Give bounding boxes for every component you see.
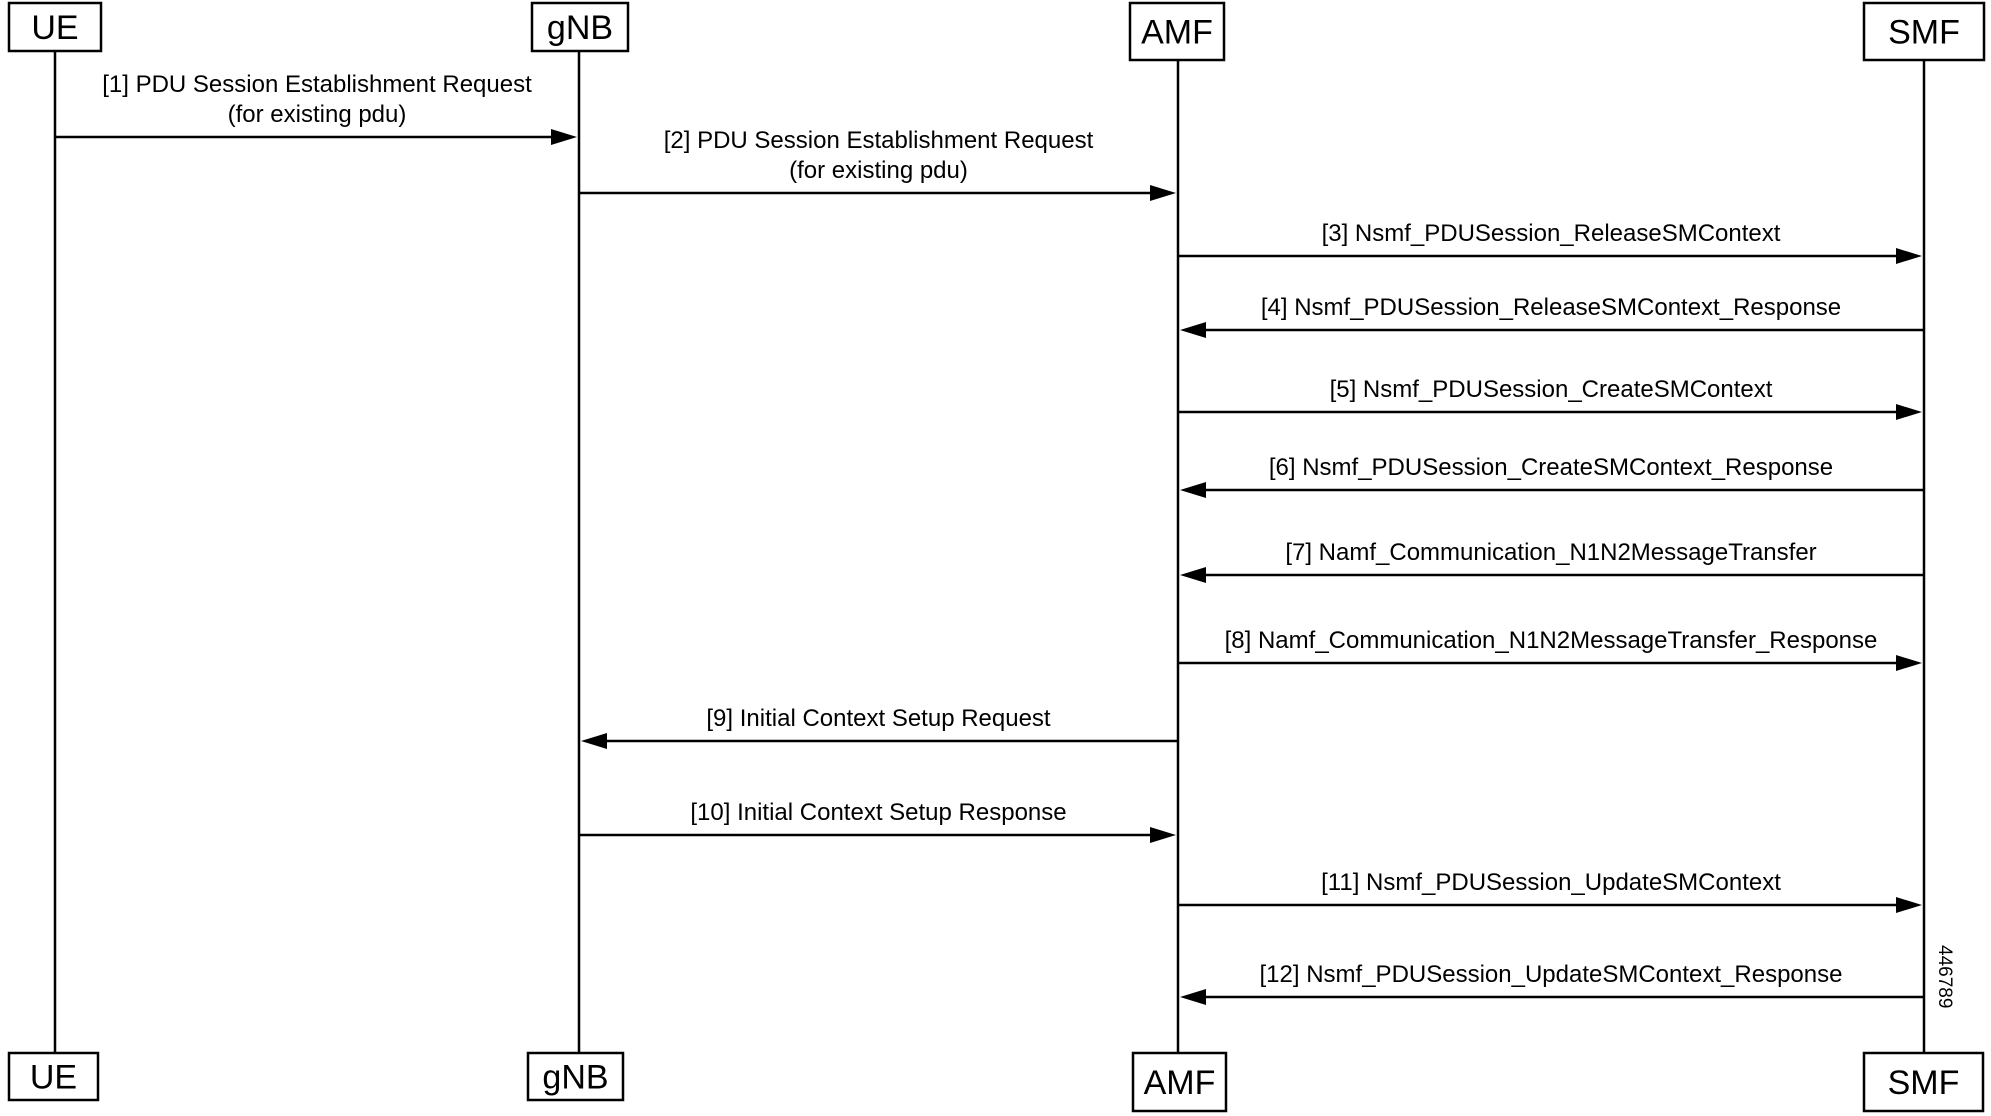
message-1: [1] PDU Session Establishment Request (fo… [55,71,577,145]
participant-label: UE [30,1059,77,1097]
message-arrowhead [1150,185,1176,201]
message-arrowhead [1896,897,1922,913]
message-6: [6] Nsmf_PDUSession_CreateSMContext_Resp… [1180,454,1924,498]
participant-ue-top: UE [7,1,103,53]
participant-box [1862,1,1986,62]
participant-box [530,1,630,53]
message-label: [10] Initial Context Setup Response [690,799,1066,826]
participant-label: SMF [1888,14,1960,52]
message-label: [6] Nsmf_PDUSession_CreateSMContext_Resp… [1269,454,1833,481]
participant-box [7,1,103,53]
participant-smf-top: SMF [1862,1,1986,62]
participant-label: AMF [1141,14,1213,52]
messages: [1] PDU Session Establishment Request (fo… [55,71,1924,1005]
participant-amf-bottom: AMF [1131,1051,1228,1113]
message-8: [8] Namf_Communication_N1N2MessageTransf… [1178,627,1922,671]
message-5: [5] Nsmf_PDUSession_CreateSMContext [1178,376,1922,420]
message-label: [4] Nsmf_PDUSession_ReleaseSMContext_Res… [1261,294,1841,321]
participant-label: AMF [1144,1064,1216,1102]
participant-box [526,1051,625,1102]
participant-amf-top: AMF [1128,1,1226,62]
participant-label: UE [31,9,78,47]
message-arrowhead [1150,827,1176,843]
participant-box [1128,1,1226,62]
message-arrowhead [1180,322,1206,338]
message-arrowhead [1180,989,1206,1005]
message-arrowhead [1180,567,1206,583]
message-arrowhead [581,733,607,749]
message-arrowhead [1896,655,1922,671]
message-arrowhead [1180,482,1206,498]
participant-boxes: UE UE gNB gNB AMF AMF SMF SMF [7,1,1986,1113]
participant-label: gNB [542,1059,608,1097]
message-12: [12] Nsmf_PDUSession_UpdateSMContext_Res… [1180,961,1924,1005]
message-arrowhead [1896,248,1922,264]
message-label: [9] Initial Context Setup Request [706,705,1051,732]
participant-gnb-top: gNB [530,1,630,53]
message-3: [3] Nsmf_PDUSession_ReleaseSMContext [1178,220,1922,264]
message-arrowhead [1896,404,1922,420]
participant-smf-bottom: SMF [1862,1051,1985,1113]
participant-box [1131,1051,1228,1113]
message-11: [11] Nsmf_PDUSession_UpdateSMContext [1178,869,1922,913]
participant-label: SMF [1888,1064,1960,1102]
message-label: [12] Nsmf_PDUSession_UpdateSMContext_Res… [1260,961,1843,988]
message-label: [5] Nsmf_PDUSession_CreateSMContext [1330,376,1773,403]
message-9: [9] Initial Context Setup Request [581,705,1178,749]
message-label: [8] Namf_Communication_N1N2MessageTransf… [1225,627,1878,654]
message-label: [2] PDU Session Establishment Request [664,127,1094,154]
message-label: [3] Nsmf_PDUSession_ReleaseSMContext [1322,220,1781,247]
participant-label: gNB [547,9,613,47]
participant-gnb-bottom: gNB [526,1051,625,1102]
participant-ue-bottom: UE [7,1051,100,1102]
message-4: [4] Nsmf_PDUSession_ReleaseSMContext_Res… [1180,294,1924,338]
participant-box [1862,1051,1985,1113]
message-label: (for existing pdu) [228,101,407,128]
message-label: (for existing pdu) [789,157,968,184]
message-7: [7] Namf_Communication_N1N2MessageTransf… [1180,539,1924,583]
message-label: [1] PDU Session Establishment Request [102,71,532,98]
lifelines [53,51,1926,1053]
message-arrowhead [551,129,577,145]
message-label: [11] Nsmf_PDUSession_UpdateSMContext [1321,869,1781,896]
participant-box [7,1051,100,1102]
message-10: [10] Initial Context Setup Response [579,799,1176,843]
message-2: [2] PDU Session Establishment Request (fo… [579,127,1176,201]
figure-id: 446789 [1934,945,1955,1008]
message-label: [7] Namf_Communication_N1N2MessageTransf… [1285,539,1816,566]
